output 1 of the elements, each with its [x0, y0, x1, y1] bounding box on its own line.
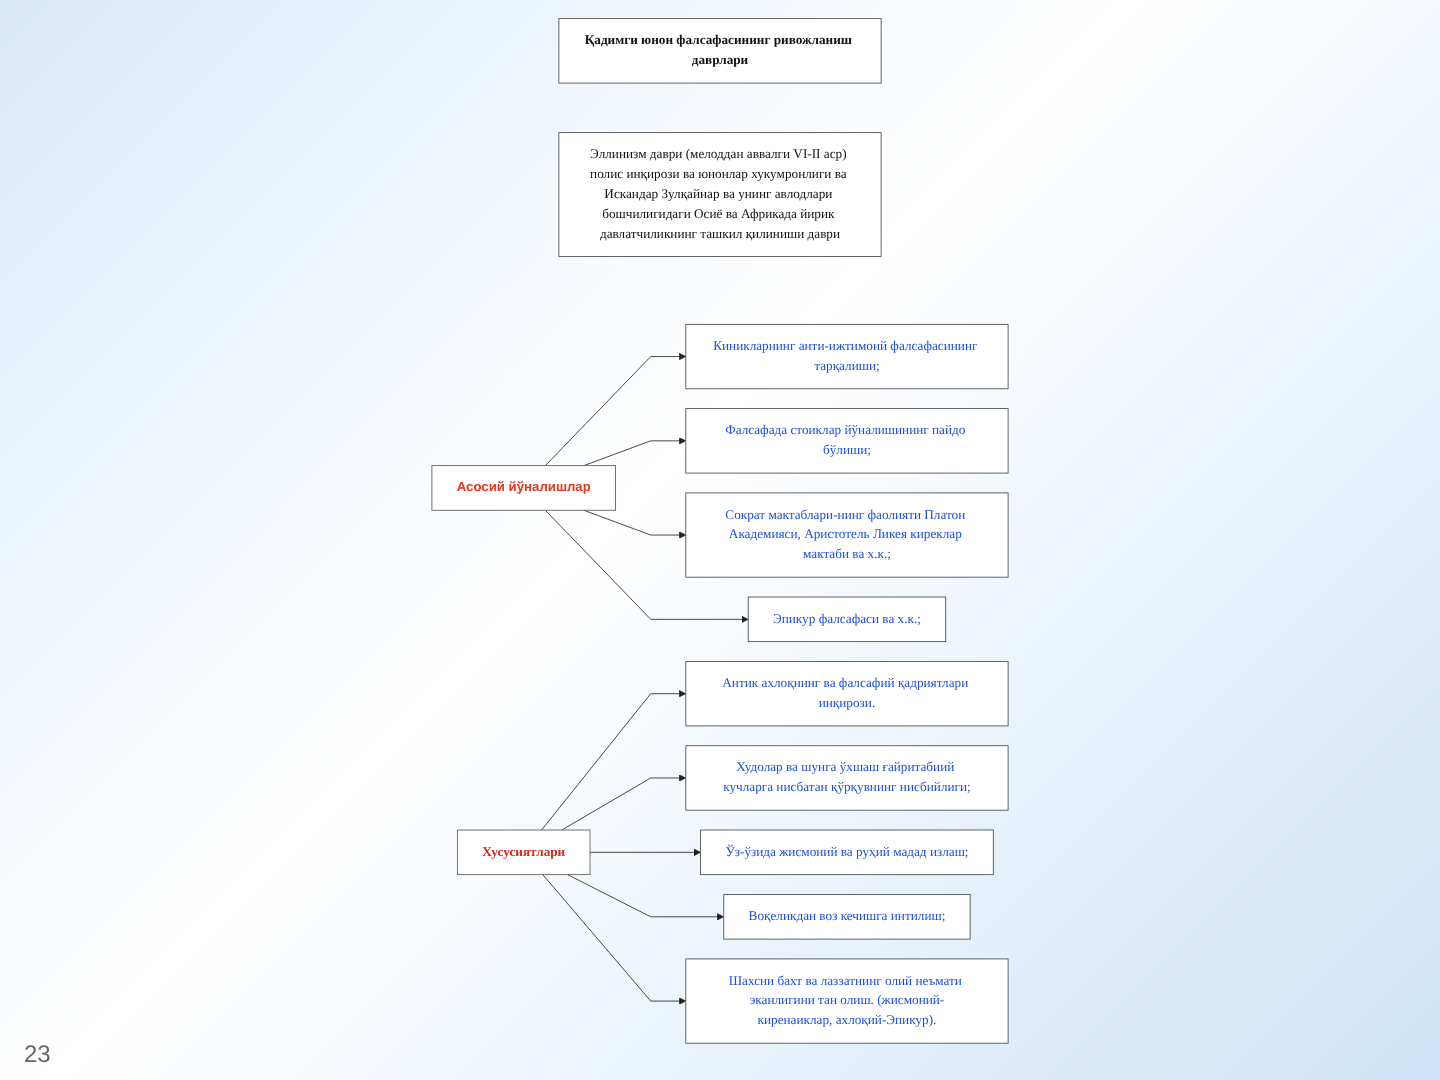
page-number: 23 — [24, 1040, 51, 1068]
